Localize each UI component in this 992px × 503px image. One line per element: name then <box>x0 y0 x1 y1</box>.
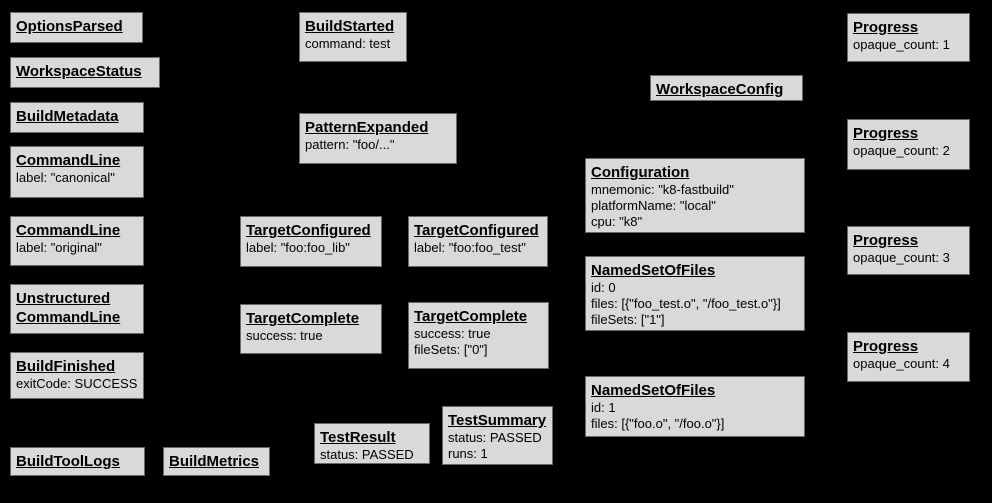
node-title: TargetConfigured <box>414 222 539 239</box>
node-field: opaque_count: 2 <box>853 143 950 158</box>
node-title: BuildMetadata <box>16 108 119 125</box>
node-field: fileSets: ["0"] <box>414 342 488 357</box>
node-title: TestSummary <box>448 412 547 429</box>
event-node-workspace-config: WorkspaceConfig <box>650 75 803 101</box>
node-title: TargetComplete <box>246 310 360 327</box>
node-field: status: PASSED <box>448 430 542 445</box>
node-field: success: true <box>246 328 323 343</box>
node-title: Progress <box>853 19 919 36</box>
node-field: label: "foo:foo_lib" <box>246 240 350 255</box>
node-title: TestResult <box>320 429 396 446</box>
node-field: opaque_count: 4 <box>853 356 950 371</box>
node-field: exitCode: SUCCESS <box>16 376 138 391</box>
node-title: NamedSetOfFiles <box>591 262 716 279</box>
node-field: opaque_count: 1 <box>853 37 950 52</box>
node-field: label: "original" <box>16 240 102 255</box>
node-field: cpu: "k8" <box>591 214 643 229</box>
node-title: TargetConfigured <box>246 222 371 239</box>
node-field: fileSets: ["1"] <box>591 312 665 327</box>
node-title: Configuration <box>591 164 690 181</box>
node-title: WorkspaceStatus <box>16 63 142 80</box>
node-title: TargetComplete <box>414 308 528 325</box>
node-title: CommandLine <box>16 309 121 326</box>
node-field: id: 1 <box>591 400 616 415</box>
node-title: BuildMetrics <box>169 453 260 470</box>
node-field: pattern: "foo/..." <box>305 137 395 152</box>
event-node-workspace-status: WorkspaceStatus <box>10 57 160 88</box>
node-field: files: [{"foo.o", "/foo.o"}] <box>591 416 725 431</box>
node-title: CommandLine <box>16 152 121 169</box>
node-title: PatternExpanded <box>305 119 429 136</box>
node-field: status: PASSED <box>320 447 414 462</box>
node-title: BuildStarted <box>305 18 395 35</box>
node-title: Progress <box>853 338 919 355</box>
node-field: runs: 1 <box>448 446 488 461</box>
event-node-options-parsed: OptionsParsed <box>10 12 143 43</box>
node-title: CommandLine <box>16 222 121 239</box>
node-title: BuildToolLogs <box>16 453 120 470</box>
node-field: mnemonic: "k8-fastbuild" <box>591 182 734 197</box>
node-field: opaque_count: 3 <box>853 250 950 265</box>
node-title: OptionsParsed <box>16 18 123 35</box>
node-title: BuildFinished <box>16 358 116 375</box>
node-field: platformName: "local" <box>591 198 716 213</box>
node-field: id: 0 <box>591 280 616 295</box>
node-title: WorkspaceConfig <box>656 81 784 98</box>
node-title: Unstructured <box>16 290 111 307</box>
node-title: Progress <box>853 125 919 142</box>
node-field: label: "canonical" <box>16 170 115 185</box>
event-node-build-tool-logs: BuildToolLogs <box>10 447 145 476</box>
node-title: Progress <box>853 232 919 249</box>
node-title: NamedSetOfFiles <box>591 382 716 399</box>
node-field: success: true <box>414 326 491 341</box>
node-field: files: [{"foo_test.o", "/foo_test.o"}] <box>591 296 781 311</box>
event-node-build-metadata: BuildMetadata <box>10 102 144 133</box>
event-node-build-metrics: BuildMetrics <box>163 447 270 476</box>
node-field: command: test <box>305 36 391 51</box>
node-field: label: "foo:foo_test" <box>414 240 526 255</box>
